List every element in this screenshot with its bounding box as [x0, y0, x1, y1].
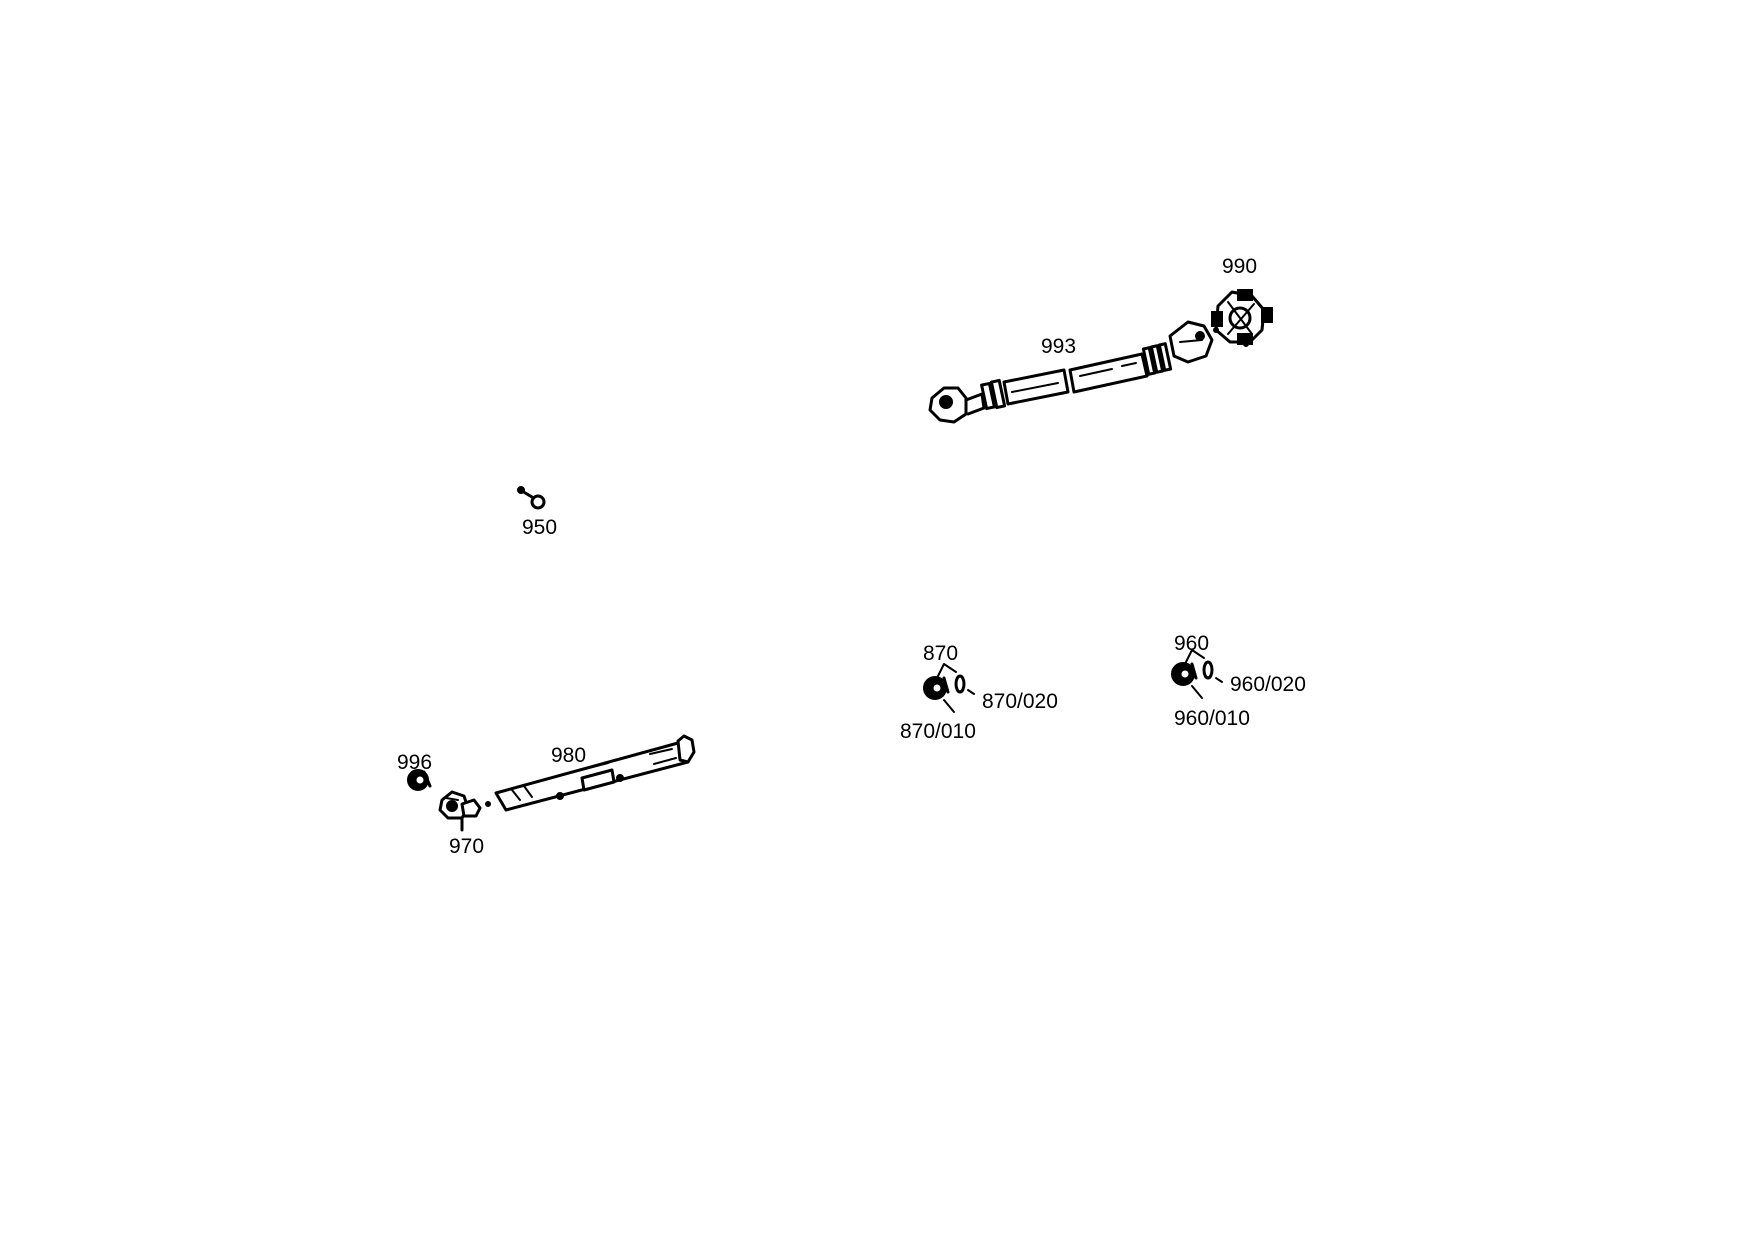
part-960-nut-group: [1171, 649, 1223, 699]
part-970-coupling: [438, 790, 482, 832]
label-960-010: 960/010: [1174, 707, 1250, 730]
label-970: 970: [449, 835, 485, 858]
label-960-020: 960/020: [1230, 673, 1306, 696]
part-990-universal-joint: [1211, 289, 1273, 347]
label-870-020: 870/020: [982, 690, 1058, 713]
label-990: 990: [1222, 255, 1258, 278]
part-980-splined-shaft: [485, 734, 696, 812]
label-960: 960: [1174, 632, 1210, 655]
label-870-010: 870/010: [900, 720, 976, 743]
label-980: 980: [551, 744, 587, 767]
part-950-screw: [517, 486, 546, 510]
label-950: 950: [522, 516, 558, 539]
label-870: 870: [923, 642, 959, 665]
part-996-nut: [407, 769, 432, 791]
label-996: 996: [397, 751, 433, 774]
part-993-cardan-shaft: [928, 320, 1219, 424]
part-870-nut-group: [923, 663, 975, 713]
label-993: 993: [1041, 335, 1077, 358]
